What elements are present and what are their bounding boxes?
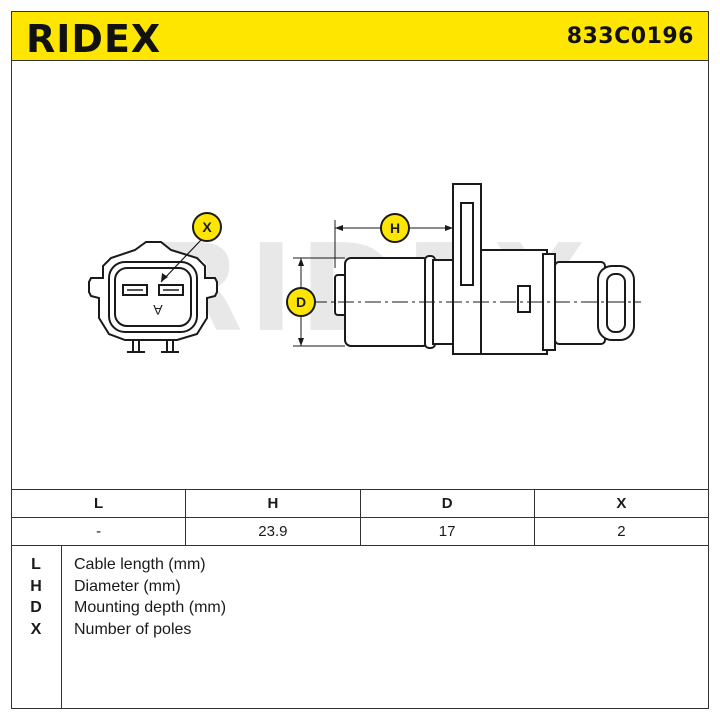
dimensions-table: L H D X - 23.9 17 2 <box>10 489 710 546</box>
h-label: H <box>390 220 400 236</box>
sensor-side-view <box>334 183 635 355</box>
ridex-logo: RIDEX <box>26 17 161 58</box>
legend-item: H Diameter (mm) <box>11 578 709 600</box>
logo-text: RIDEX <box>26 17 161 58</box>
part-number: 833C0196 <box>566 24 694 49</box>
h-callout <box>380 213 410 243</box>
x-label: X <box>202 219 212 235</box>
legend-key: L <box>31 556 41 573</box>
d-label: D <box>296 294 306 310</box>
legend-key: H <box>30 578 42 595</box>
legend-desc: Cable length (mm) <box>74 556 206 573</box>
legend-divider <box>61 546 62 709</box>
connector-marking: A <box>153 302 163 318</box>
connector-front-view <box>88 241 218 353</box>
legend-item: D Mounting depth (mm) <box>11 599 709 621</box>
table-header-cell: D <box>359 489 535 518</box>
table-cell: - <box>10 517 187 546</box>
table-header-row: L H D X <box>10 489 710 518</box>
legend-desc: Diameter (mm) <box>74 578 181 595</box>
table-header-cell: L <box>10 489 187 518</box>
table-cell: 2 <box>533 517 710 546</box>
legend-key: X <box>30 621 42 638</box>
table-header-cell: H <box>185 489 361 518</box>
sensor-drawing: RIDEX A X <box>88 183 641 359</box>
legend: L Cable length (mm) H Diameter (mm) D Mo… <box>11 546 709 709</box>
header-bar: RIDEX 833C0196 <box>11 11 709 61</box>
legend-desc: Mounting depth (mm) <box>74 599 227 616</box>
table-cell: 17 <box>359 517 535 546</box>
table-header-cell: X <box>533 489 710 518</box>
legend-desc: Number of poles <box>74 621 192 638</box>
table-row: - 23.9 17 2 <box>10 517 710 546</box>
table-cell: 23.9 <box>185 517 361 546</box>
d-callout <box>286 287 316 317</box>
legend-item: X Number of poles <box>11 621 709 643</box>
x-callout <box>192 212 222 242</box>
legend-item: L Cable length (mm) <box>11 556 709 578</box>
legend-key: D <box>30 599 42 616</box>
